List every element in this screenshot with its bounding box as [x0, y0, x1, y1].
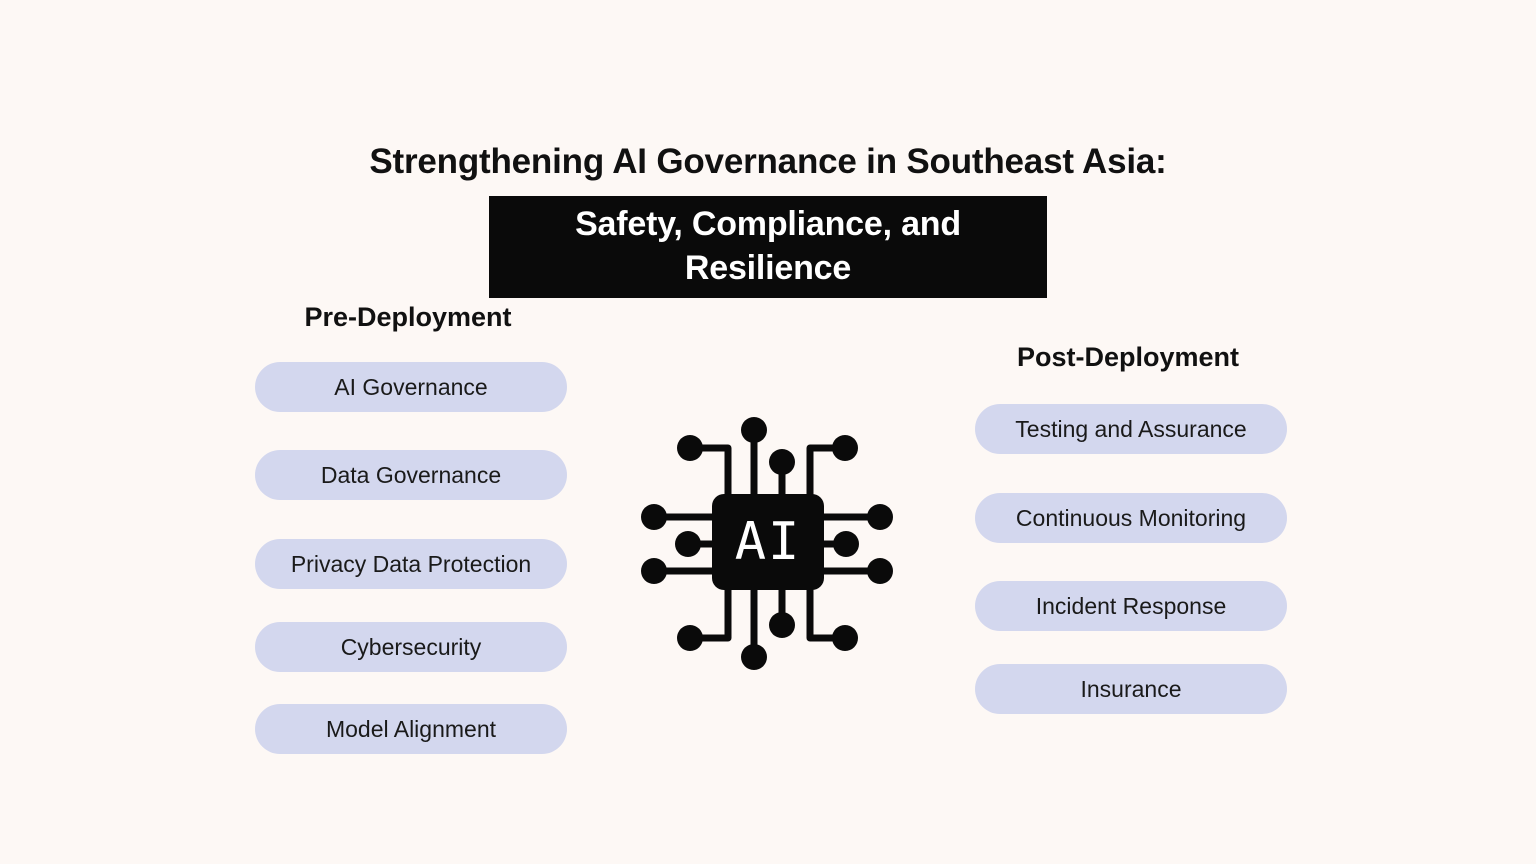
pre-item-cybersecurity: Cybersecurity [255, 622, 567, 672]
pre-item-ai-governance: AI Governance [255, 362, 567, 412]
pre-item-model-alignment: Model Alignment [255, 704, 567, 754]
post-deployment-heading: Post-Deployment [1016, 342, 1240, 372]
post-item-testing-and-assurance: Testing and Assurance [975, 404, 1287, 454]
pre-item-privacy-data-protection: Privacy Data Protection [255, 539, 567, 589]
post-item-incident-response: Incident Response [975, 581, 1287, 631]
post-item-continuous-monitoring: Continuous Monitoring [975, 493, 1287, 543]
subtitle-wrapper: Safety, Compliance, and Resilience [0, 196, 1536, 298]
diagram-title: Strengthening AI Governance in Southeast… [369, 142, 1167, 181]
post-item-insurance: Insurance [975, 664, 1287, 714]
pre-item-data-governance: Data Governance [255, 450, 567, 500]
ai-chip-label: AI [734, 512, 802, 572]
diagram-subtitle: Safety, Compliance, and Resilience [489, 196, 1047, 298]
pre-deployment-heading: Pre-Deployment [304, 302, 512, 332]
ai-chip-icon [641, 417, 893, 670]
